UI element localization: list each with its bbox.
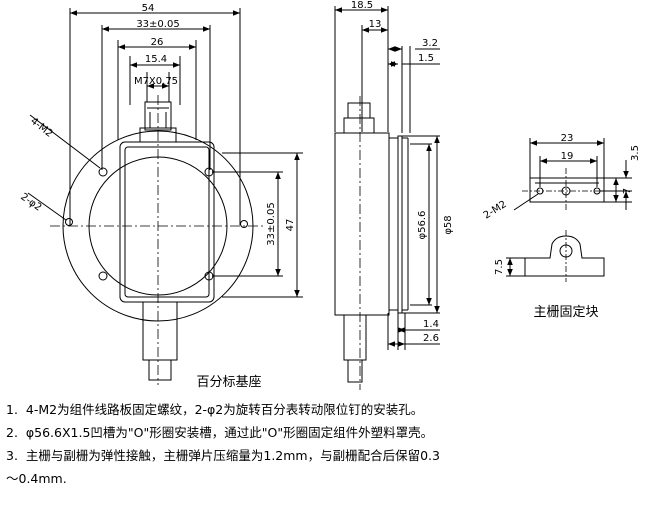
front-view xyxy=(27,8,303,385)
note-2: 2. φ56.6X1.5凹槽为"O"形圈安装槽，通过此"O"形圈固定组件外塑料罩… xyxy=(6,425,434,440)
dim-33-h: 33±0.05 xyxy=(136,19,179,30)
side-view xyxy=(334,6,440,390)
dim-18-5: 18.5 xyxy=(351,0,373,11)
dim-phi-56-6: φ56.6 xyxy=(417,211,428,240)
dim-phi-58: φ58 xyxy=(443,215,454,234)
dim-47: 47 xyxy=(285,219,296,232)
dim-thread: M7X0.75 xyxy=(134,76,178,87)
dim-26: 26 xyxy=(151,37,164,48)
hole-label-4m2: 4-M2 xyxy=(28,116,54,140)
block-view xyxy=(506,138,632,282)
dim-3-5: 3.5 xyxy=(630,145,641,161)
caption-block: 主栅固定块 xyxy=(533,305,598,320)
dim-3-2: 3.2 xyxy=(422,38,438,49)
technical-drawing: 54 33±0.05 26 15.4 M7X0.75 33±0.05 47 4-… xyxy=(18,0,641,390)
dim-33-v: 33±0.05 xyxy=(266,202,277,245)
dim-7-5: 7.5 xyxy=(494,259,505,275)
hole-label-2phi2: 2-φ2 xyxy=(18,191,43,213)
dim-1-4: 1.4 xyxy=(423,319,439,330)
notes: 1. 4-M2为组件线路板固定螺纹，2-φ2为旋转百分表转动限位钉的安装孔。 2… xyxy=(6,398,658,490)
dim-19: 19 xyxy=(561,151,574,162)
note-3: 3. 主栅与副栅为弹性接触，主栅弹片压缩量为1.2mm，与副栅配合后保留0.3 … xyxy=(6,448,440,486)
front-view-labels: 54 33±0.05 26 15.4 M7X0.75 33±0.05 47 4-… xyxy=(18,3,296,390)
caption-base: 百分标基座 xyxy=(196,375,261,390)
hole-label-2m2: 2-M2 xyxy=(482,199,509,222)
dim-2-6: 2.6 xyxy=(423,333,439,344)
note-1: 1. 4-M2为组件线路板固定螺纹，2-φ2为旋转百分表转动限位钉的安装孔。 xyxy=(6,402,424,417)
dim-7: 7 xyxy=(622,188,633,194)
side-view-labels: 18.5 13 3.2 1.5 φ56.6 φ58 1.4 2.6 xyxy=(351,0,454,344)
dim-1-5: 1.5 xyxy=(418,53,434,64)
dim-15-4: 15.4 xyxy=(145,54,167,65)
block-view-labels: 23 19 3.5 7 7.5 2-M2 主栅固定块 xyxy=(482,133,641,320)
dim-13: 13 xyxy=(369,19,382,30)
dim-23: 23 xyxy=(561,133,574,144)
dim-54: 54 xyxy=(142,3,155,14)
